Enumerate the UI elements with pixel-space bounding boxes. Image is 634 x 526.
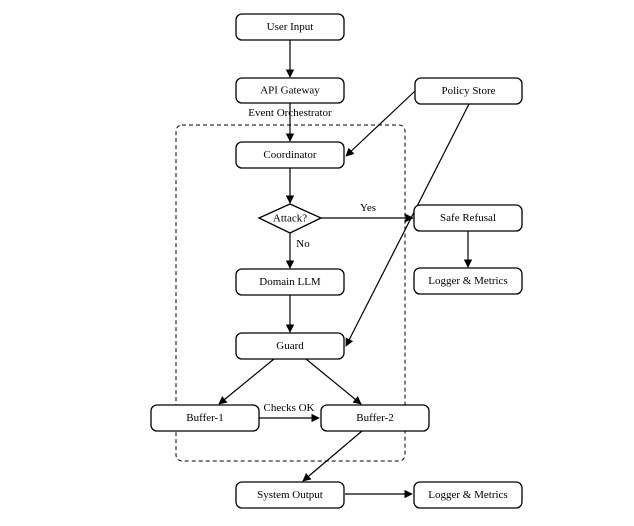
node-label: Buffer-1 bbox=[186, 412, 223, 424]
node-domain-llm: Domain LLM bbox=[235, 268, 345, 296]
node-label: Logger & Metrics bbox=[428, 275, 507, 287]
node-logger-metrics-2: Logger & Metrics bbox=[413, 481, 523, 509]
node-label: Domain LLM bbox=[259, 276, 321, 288]
edge-guard-to-buffer1 bbox=[218, 358, 275, 405]
node-label: Coordinator bbox=[263, 149, 316, 161]
node-label: API Gateway bbox=[260, 85, 320, 97]
node-label: System Output bbox=[257, 489, 323, 501]
edge-guard-to-buffer2 bbox=[305, 358, 362, 405]
node-coordinator: Coordinator bbox=[235, 141, 345, 169]
node-label: Logger & Metrics bbox=[428, 489, 507, 501]
node-label: Attack? bbox=[273, 213, 307, 225]
node-api-gateway: API Gateway bbox=[235, 77, 345, 104]
node-attack-decision: Attack? bbox=[257, 203, 323, 234]
node-label: User Input bbox=[267, 21, 314, 33]
container-label: Event Orchestrator bbox=[248, 107, 332, 119]
node-policy-store: Policy Store bbox=[414, 77, 523, 105]
edge-label-yes: Yes bbox=[360, 202, 376, 214]
edges bbox=[218, 40, 473, 499]
node-guard: Guard bbox=[235, 332, 345, 360]
edge-label-checks-ok: Checks OK bbox=[263, 402, 314, 414]
node-safe-refusal: Safe Refusal bbox=[413, 204, 523, 232]
edge-policy-store-to-coordinator bbox=[345, 90, 416, 157]
node-buffer-2: Buffer-2 bbox=[320, 404, 430, 432]
node-label: Policy Store bbox=[441, 85, 495, 97]
node-label: Guard bbox=[276, 340, 304, 352]
node-logger-metrics-1: Logger & Metrics bbox=[413, 267, 523, 295]
node-system-output: System Output bbox=[235, 481, 345, 509]
node-label: Safe Refusal bbox=[440, 212, 496, 224]
node-user-input: User Input bbox=[235, 13, 345, 41]
edge-label-no: No bbox=[296, 238, 310, 250]
node-buffer-1: Buffer-1 bbox=[150, 404, 260, 432]
edge-policy-store-to-guard bbox=[345, 103, 470, 347]
edge-buffer2-to-system-output bbox=[302, 430, 363, 482]
node-label: Buffer-2 bbox=[356, 412, 393, 424]
